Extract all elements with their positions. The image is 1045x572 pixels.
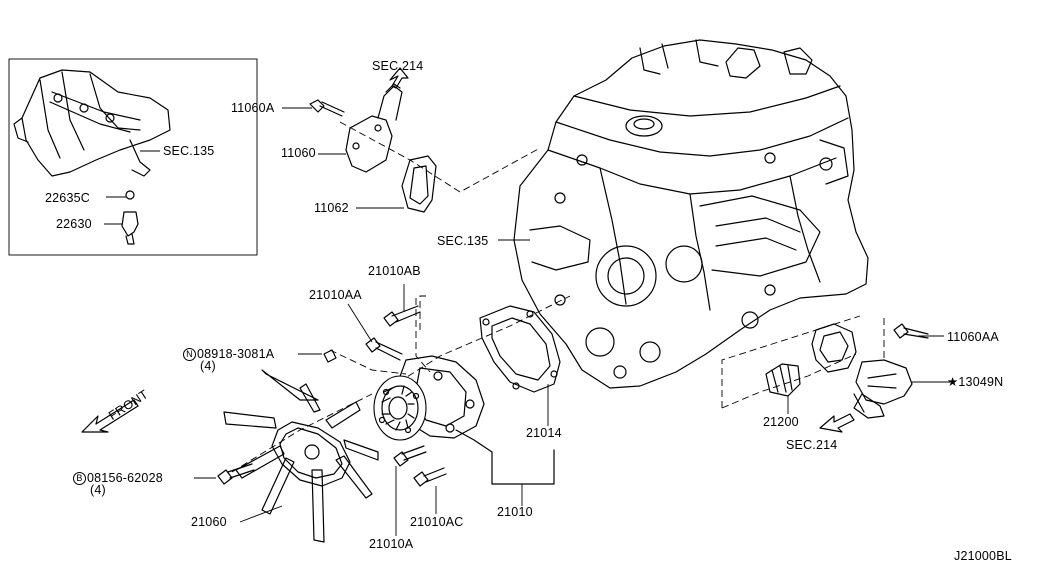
part-08156-number: 08156-62028 <box>87 471 163 485</box>
part-21010aa-label: 21010AA <box>309 288 362 302</box>
part-21010ab-label: 21010AB <box>368 264 421 278</box>
part-11060a-label: 11060A <box>231 101 275 115</box>
front-direction-arrow <box>81 399 139 433</box>
inset-sec135-label: SEC.135 <box>163 144 215 158</box>
part-21010ac-label: 21010AC <box>410 515 464 529</box>
part-11062-label: 11062 <box>314 201 349 215</box>
part-21200-label: 21200 <box>763 415 799 429</box>
water-pump <box>298 284 555 536</box>
part-11060-label: 11060 <box>281 146 316 160</box>
part-22630-label: 22630 <box>56 217 92 231</box>
part-21010a-label: 21010A <box>369 537 414 551</box>
part-08918-qty: (4) <box>200 359 216 373</box>
part-21014-label: 21014 <box>526 426 562 440</box>
cooling-fan <box>194 369 379 543</box>
sec214-bottom-label: SEC.214 <box>786 438 838 452</box>
part-08918-number: 08918-3081A <box>197 347 275 361</box>
b-symbol: B <box>73 472 86 485</box>
part-08156-qty: (4) <box>90 483 106 497</box>
part-22635c-label: 22635C <box>45 191 90 205</box>
inset-box <box>8 58 258 256</box>
gasket-21014 <box>479 305 561 426</box>
engine-block <box>498 39 869 389</box>
diagram-code-label: J21000BL <box>954 549 1012 563</box>
sec135-main-label: SEC.135 <box>437 234 489 248</box>
water-outlet-group <box>282 67 541 213</box>
part-21060-label: 21060 <box>191 515 227 529</box>
n-symbol: N <box>183 348 196 361</box>
part-21010-label: 21010 <box>497 505 533 519</box>
sec214-top-label: SEC.214 <box>372 59 424 73</box>
part-13049n-label: ★13049N <box>947 375 1004 389</box>
thermostat-group <box>721 315 950 433</box>
part-11060aa-label: 11060AA <box>947 330 999 344</box>
